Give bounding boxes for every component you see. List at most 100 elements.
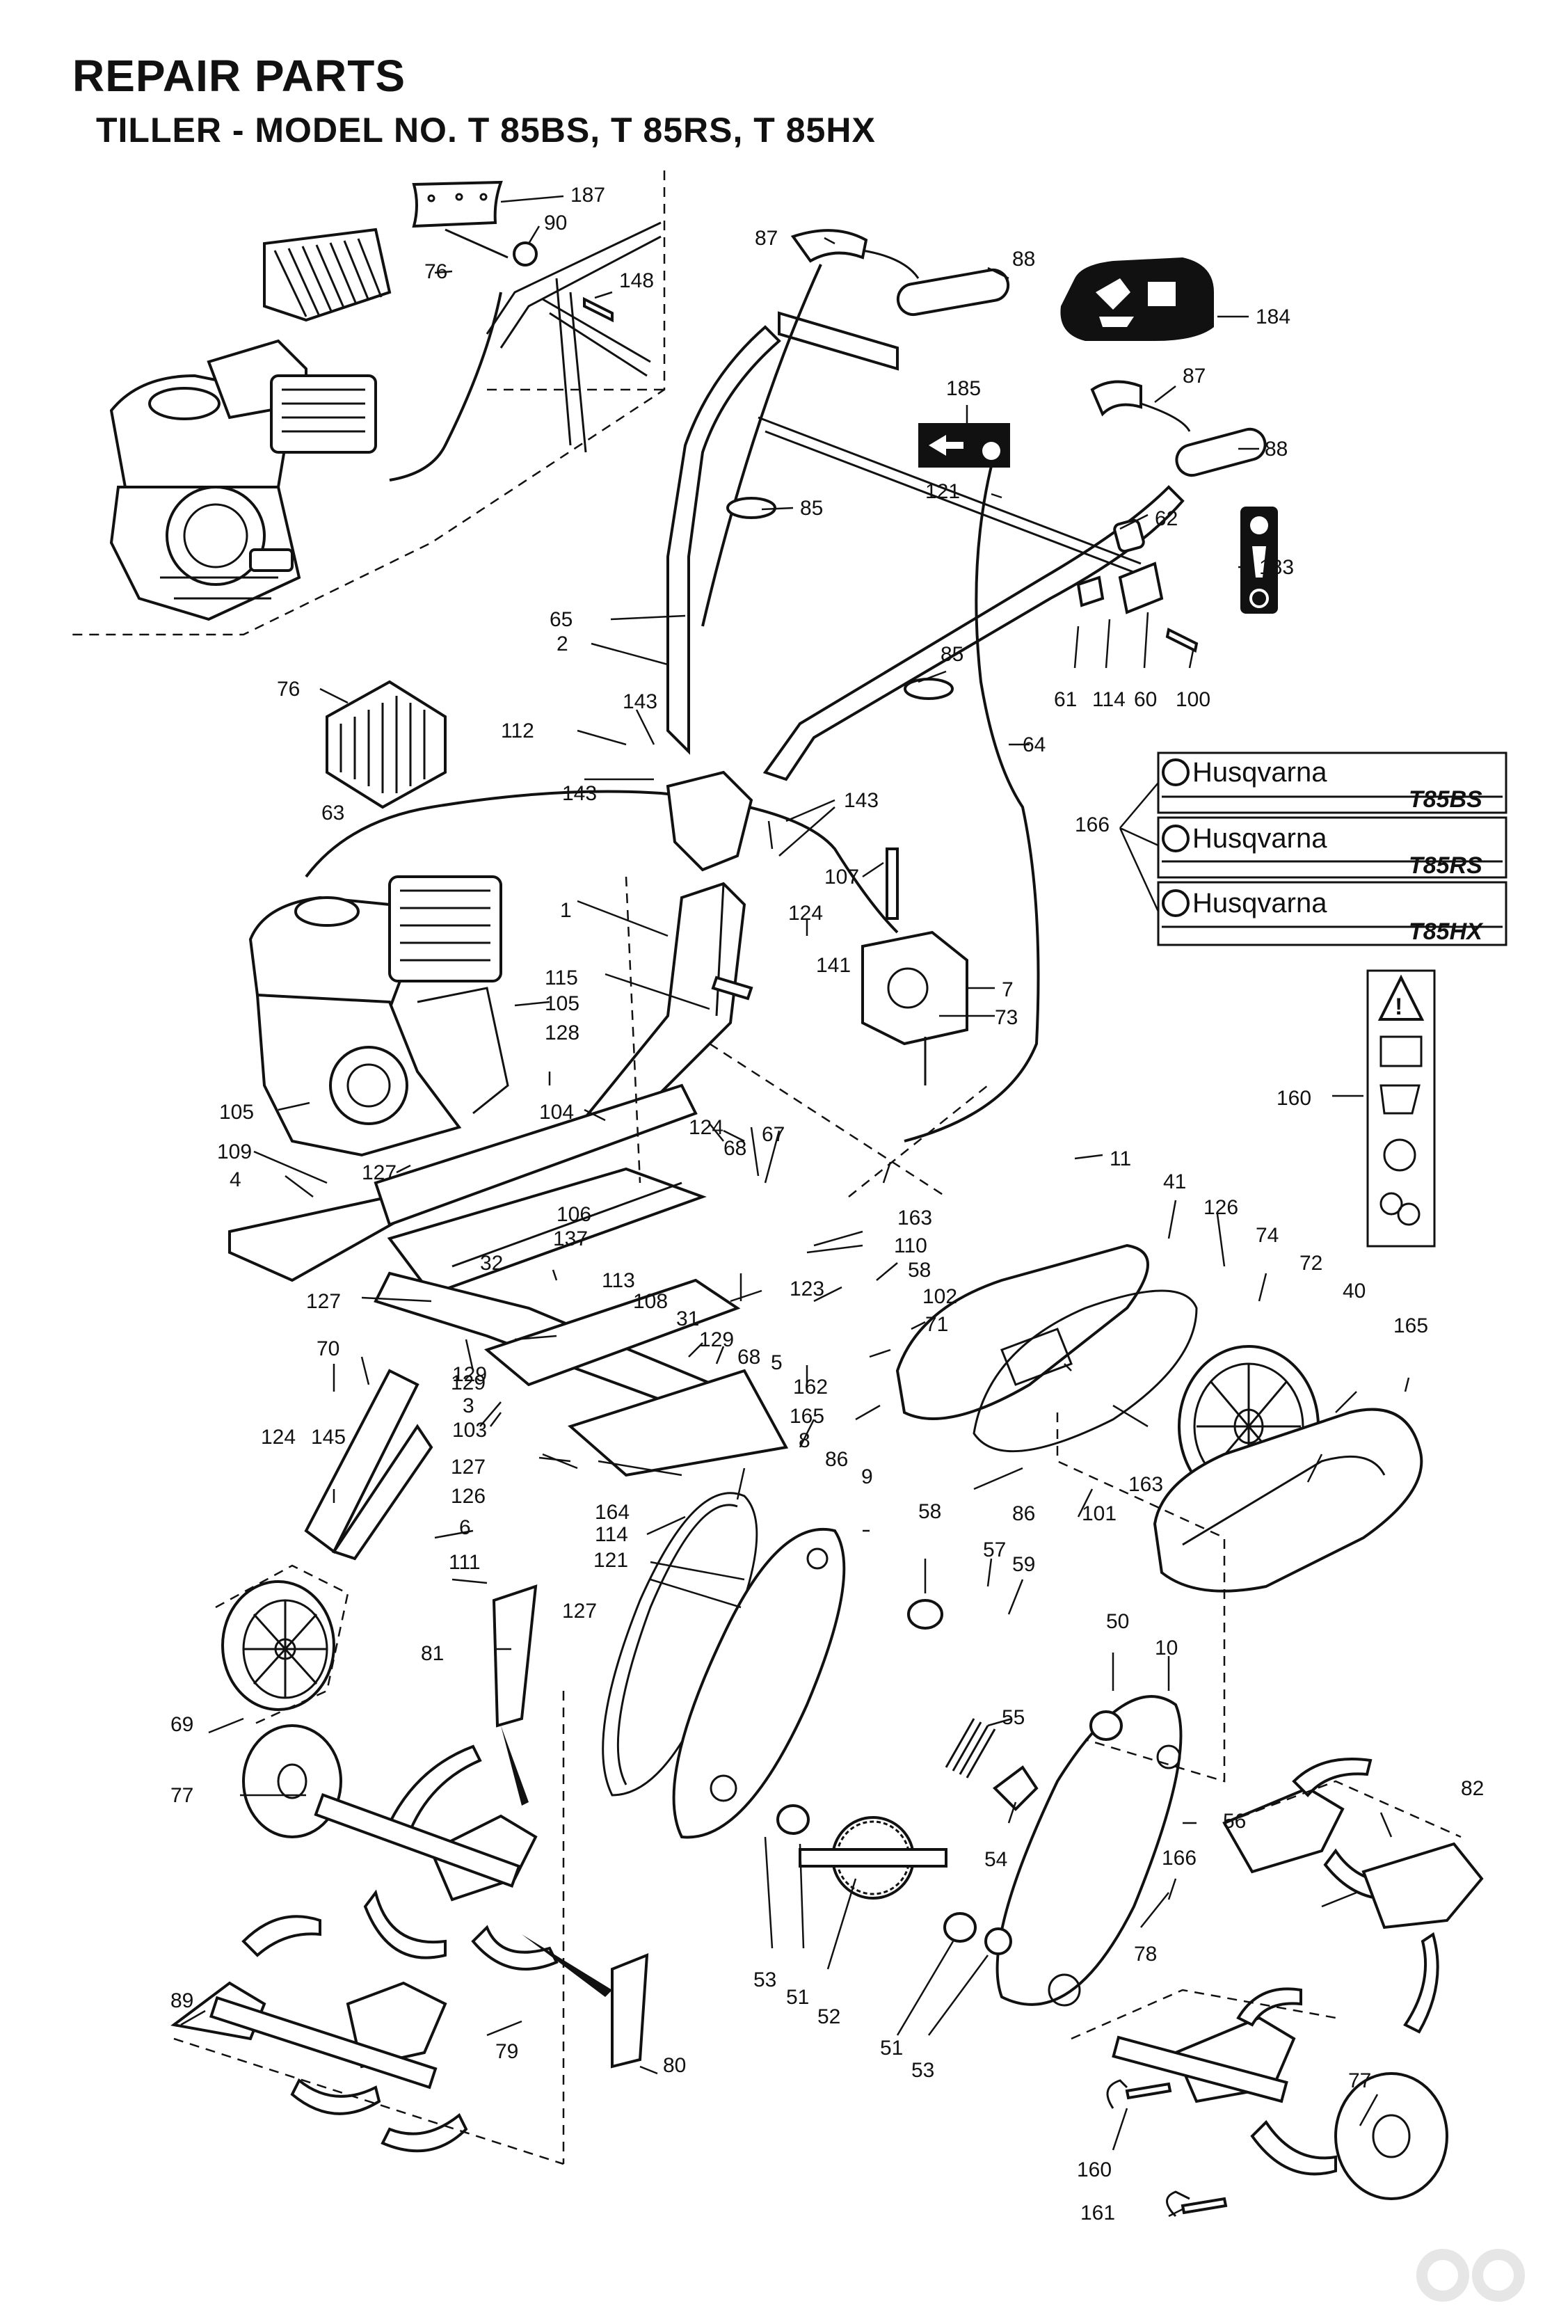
callout-102: 102: [922, 1285, 957, 1308]
callout-2: 2: [557, 632, 568, 655]
callout-5: 5: [771, 1351, 783, 1374]
callout-51b: 51: [880, 2037, 903, 2060]
callout-53b: 53: [911, 2059, 934, 2082]
callout-163: 163: [897, 1207, 932, 1229]
callout-160b: 160: [1077, 2158, 1112, 2181]
callout-185: 185: [946, 377, 981, 400]
callout-87b: 87: [1183, 365, 1206, 388]
callout-103: 103: [452, 1419, 487, 1442]
nut-90: [513, 241, 538, 266]
callout-166b: 166: [1162, 1847, 1197, 1870]
decal-183: [1240, 507, 1278, 614]
callout-89: 89: [170, 1989, 193, 2012]
callout-124: 124: [788, 902, 823, 925]
callout-115: 115: [545, 966, 578, 989]
bearings: [776, 1599, 1123, 1955]
decal-184: [1060, 257, 1214, 341]
decal-166-text: Husqvarna Husqvarna Husqvarna T85BS T85R…: [1162, 757, 1503, 945]
callout-101: 101: [1082, 1502, 1117, 1525]
callout-127: 127: [362, 1161, 397, 1184]
callout-63: 63: [321, 802, 344, 825]
callout-165b: 165: [790, 1405, 824, 1428]
callout-73: 73: [995, 1006, 1018, 1029]
callout-77: 77: [170, 1784, 193, 1807]
callout-166: 166: [1075, 813, 1110, 836]
page-subtitle: TILLER - MODEL NO. T 85BS, T 85RS, T 85H…: [96, 111, 876, 150]
callout-55: 55: [1002, 1706, 1025, 1729]
engine-inset-body: [109, 339, 377, 621]
callout-187: 187: [570, 184, 605, 207]
callout-60: 60: [1134, 688, 1157, 711]
engine-inset: [66, 170, 666, 636]
decal-brand-1: Husqvarna: [1192, 757, 1327, 788]
air-filter-grille-76: [263, 228, 392, 322]
callout-64: 64: [1023, 733, 1046, 756]
callout-59: 59: [1012, 1553, 1035, 1576]
frame-plates: [228, 1083, 789, 1477]
callout-78: 78: [1134, 1943, 1157, 1966]
callout-128: 128: [545, 1021, 579, 1044]
callout-143c: 143: [844, 789, 879, 812]
callout-129b: 129: [452, 1363, 487, 1386]
callout-88b: 88: [1265, 438, 1288, 461]
callout-41: 41: [1163, 1170, 1186, 1193]
callout-1: 1: [560, 899, 572, 922]
callout-162: 162: [793, 1376, 828, 1399]
callout-67: 67: [762, 1123, 785, 1146]
page-title: REPAIR PARTS: [72, 51, 406, 101]
callout-62: 62: [1155, 507, 1178, 530]
callout-110: 110: [894, 1234, 927, 1257]
callout-9: 9: [861, 1465, 873, 1488]
callout-51: 51: [786, 1986, 809, 2009]
belt-guard-41: [895, 1243, 1149, 1420]
callout-10: 10: [1155, 1637, 1178, 1660]
tines-right: [1071, 1758, 1484, 2200]
callout-143: 143: [623, 690, 657, 713]
decal-185: [918, 423, 1010, 468]
callout-184: 184: [1256, 305, 1290, 328]
callout-105b: 105: [219, 1101, 254, 1124]
chain-case-10: [995, 1695, 1183, 2007]
callout-80: 80: [663, 2054, 686, 2077]
callout-52: 52: [817, 2005, 840, 2028]
callout-81: 81: [421, 1642, 444, 1665]
callout-123: 123: [790, 1278, 824, 1300]
main-engine: [248, 875, 509, 1157]
handle-assembly: [305, 229, 1267, 1143]
tines-left: [170, 1584, 649, 2165]
callout-109: 109: [217, 1140, 252, 1163]
callout-85: 85: [800, 497, 823, 520]
callout-88: 88: [1012, 248, 1035, 271]
callout-61: 61: [1054, 688, 1077, 711]
decal-160: !: [1366, 969, 1436, 1248]
callout-86b: 86: [1012, 1502, 1035, 1525]
callout-104: 104: [539, 1101, 574, 1124]
callout-labels: 187 90 76 148 87 88 184 185 87 88 85 121…: [170, 184, 1484, 2224]
callout-111: 111: [449, 1551, 481, 1574]
plate-187: [412, 180, 503, 228]
callout-68: 68: [723, 1137, 746, 1160]
spring-55: [945, 1718, 996, 1778]
callout-129c: 129: [451, 1371, 486, 1394]
callout-114: 114: [1092, 688, 1126, 711]
callout-124c: 124: [261, 1426, 296, 1449]
callout-108: 108: [633, 1290, 668, 1313]
brand-logo-icon: [1162, 758, 1190, 917]
svg-text:!: !: [1395, 994, 1402, 1020]
belt-74: [973, 1289, 1198, 1453]
callout-11: 11: [1110, 1147, 1131, 1170]
callout-105: 105: [545, 992, 579, 1015]
callout-79: 79: [495, 2040, 518, 2063]
callout-40: 40: [1343, 1280, 1366, 1303]
grip-88-right: [1175, 427, 1267, 477]
callout-113: 113: [602, 1269, 635, 1292]
callout-143b: 143: [562, 782, 597, 805]
callout-72: 72: [1299, 1252, 1322, 1275]
callout-58b: 58: [918, 1500, 941, 1523]
callout-160: 160: [1277, 1087, 1311, 1110]
callout-54: 54: [984, 1848, 1007, 1871]
callout-165: 165: [1393, 1314, 1428, 1337]
callout-3: 3: [463, 1394, 474, 1417]
pins: [1106, 2079, 1228, 2218]
